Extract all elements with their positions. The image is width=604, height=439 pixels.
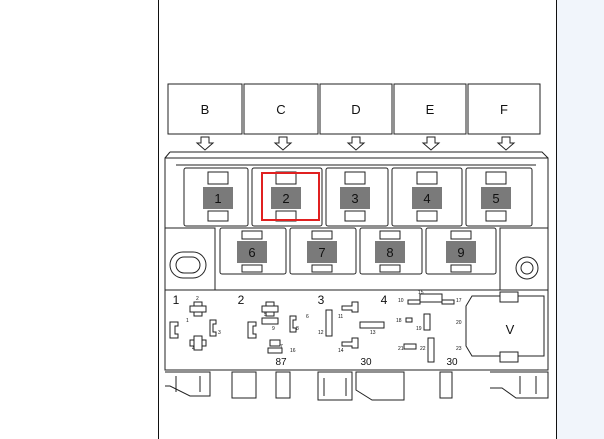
small-number-9: 9	[272, 326, 275, 332]
fuse-group-label-4: 4	[381, 293, 388, 307]
relay-socket-5	[465, 167, 533, 227]
relay-number-8: 8	[386, 245, 393, 260]
relay-number-9: 9	[457, 245, 464, 260]
small-number-11: 11	[338, 314, 343, 320]
small-number-6: 6	[306, 314, 309, 320]
small-number-3: 3	[218, 330, 221, 336]
small-number-10: 10	[398, 298, 404, 304]
highlight-box	[261, 172, 320, 221]
small-number-2: 2	[196, 296, 199, 302]
relay-number-1: 1	[214, 191, 221, 206]
mounting-hole-left	[169, 251, 207, 279]
relay-socket-4	[391, 167, 463, 227]
fuse-group-label-2: 2	[238, 293, 245, 307]
relay-9: 9	[446, 241, 476, 263]
small-number-7: 7	[280, 344, 283, 350]
small-number-23: 23	[456, 346, 462, 352]
arrow-down-icon	[273, 136, 293, 151]
small-number-4: 4	[192, 346, 195, 352]
small-number-12: 12	[318, 330, 324, 336]
relay-number-2: 2	[282, 191, 289, 206]
fuse-group-label-1: 1	[173, 293, 180, 307]
small-number-17: 17	[456, 298, 462, 304]
relay-number-3: 3	[351, 191, 358, 206]
fuse-group-label-3: 3	[318, 293, 325, 307]
small-number-14: 14	[338, 348, 344, 354]
bottom-connector-legs	[165, 371, 549, 401]
small-number-5: 5	[264, 312, 267, 318]
relay-5: 5	[481, 187, 511, 209]
small-number-13: 13	[370, 330, 376, 336]
connector-box-f: F	[467, 83, 541, 135]
arrow-down-icon	[421, 136, 441, 151]
terminal-label-30-left: 30	[360, 357, 372, 368]
connector-box-e: E	[393, 83, 467, 135]
relay-7: 7	[307, 241, 337, 263]
relay-socket-6	[219, 227, 287, 275]
connector-box-d: D	[319, 83, 393, 135]
relay-socket-7	[289, 227, 357, 275]
housing-outline	[164, 151, 549, 371]
side-box-label: V	[506, 322, 515, 337]
relay-socket-8	[359, 227, 423, 275]
arrow-down-icon	[346, 136, 366, 151]
small-number-21: 21	[398, 346, 404, 352]
connector-label-b: B	[201, 102, 210, 117]
relay-number-6: 6	[248, 245, 255, 260]
relay-socket-2	[251, 167, 323, 227]
small-number-8: 8	[296, 326, 299, 332]
terminal-label-30-right: 30	[446, 357, 458, 368]
small-number-20: 20	[456, 320, 462, 326]
mounting-hole-right	[515, 256, 539, 280]
relay-2: 2	[271, 187, 301, 209]
relay-socket-9	[425, 227, 497, 275]
small-number-1: 1	[186, 318, 189, 324]
right-side-panel	[557, 0, 604, 439]
relay-6: 6	[237, 241, 267, 263]
small-number-15: 15	[418, 290, 424, 296]
left-blank-area	[0, 0, 158, 439]
connector-box-b: B	[167, 83, 243, 135]
terminal-label-87: 87	[275, 357, 287, 368]
connector-box-c: C	[243, 83, 319, 135]
small-number-22: 22	[420, 346, 426, 352]
relay-3: 3	[340, 187, 370, 209]
relay-socket-1	[183, 167, 249, 227]
small-number-16: 16	[290, 348, 296, 354]
arrow-down-icon	[496, 136, 516, 151]
relay-4: 4	[412, 187, 442, 209]
relay-number-7: 7	[318, 245, 325, 260]
relay-8: 8	[375, 241, 405, 263]
relay-1: 1	[203, 187, 233, 209]
small-number-18: 18	[396, 318, 402, 324]
relay-socket-3	[325, 167, 389, 227]
connector-label-f: F	[500, 102, 508, 117]
mini-fuses	[169, 293, 455, 363]
relay-number-4: 4	[423, 191, 430, 206]
side-box-v: V	[465, 291, 545, 363]
relay-number-5: 5	[492, 191, 499, 206]
connector-label-c: C	[276, 102, 285, 117]
connector-label-d: D	[351, 102, 360, 117]
small-number-19: 19	[416, 326, 422, 332]
connector-label-e: E	[426, 102, 435, 117]
arrow-down-icon	[195, 136, 215, 151]
